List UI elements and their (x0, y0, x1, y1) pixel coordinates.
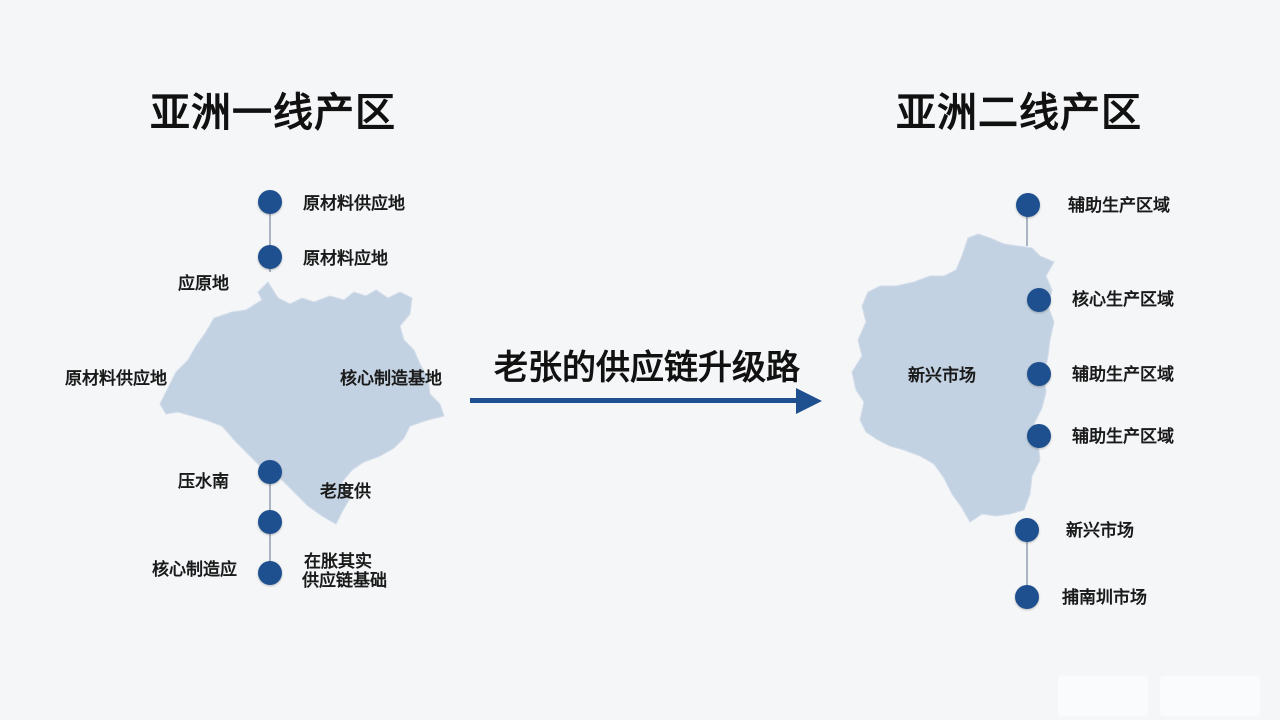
left-label-top-2: 原材料应地 (303, 249, 388, 269)
left-label-mid-right: 核心制造基地 (340, 369, 442, 389)
right-node-4 (1027, 424, 1051, 448)
watermark-block-2 (1160, 676, 1260, 716)
right-label-3: 辅助生产区域 (1072, 365, 1174, 385)
left-label-top-1: 原材料供应地 (303, 194, 405, 214)
left-label-mid-left: 原材料供应地 (65, 369, 167, 389)
left-label-upper-left: 应原地 (178, 274, 229, 294)
right-region-map (851, 233, 1055, 523)
left-region-title: 亚洲一线产区 (150, 90, 396, 136)
right-node-3 (1027, 362, 1051, 386)
right-region-title: 亚洲二线产区 (896, 90, 1142, 136)
right-node-6 (1015, 585, 1039, 609)
center-title: 老张的供应链升级路 (494, 348, 800, 388)
right-node-2 (1027, 288, 1051, 312)
left-lower-node-1 (258, 460, 282, 484)
left-top-connector (269, 212, 271, 272)
right-top-connector (1026, 216, 1028, 246)
left-top-node-2 (258, 245, 282, 269)
left-lower-node-2 (258, 510, 282, 534)
left-label-lower-right: 老度供 (320, 482, 371, 502)
left-label-bottom-right-2: 供应链基础 (302, 571, 387, 591)
right-label-2: 核心生产区域 (1072, 290, 1174, 310)
left-label-lower-left: 压水南 (178, 472, 229, 492)
right-map-label: 新兴市场 (908, 366, 976, 386)
watermark-block-1 (1058, 676, 1148, 716)
left-top-node-1 (258, 190, 282, 214)
right-label-6: 捕南圳市场 (1062, 588, 1147, 608)
right-label-4: 辅助生产区域 (1072, 427, 1174, 447)
left-lower-node-3 (258, 561, 282, 585)
right-node-1 (1016, 193, 1040, 217)
transition-arrow-shaft (470, 398, 800, 403)
left-label-bottom-right-1: 在胀其实 (304, 552, 372, 572)
right-label-1: 辅助生产区域 (1068, 196, 1170, 216)
right-node-5 (1015, 518, 1039, 542)
right-bottom-connector (1026, 542, 1028, 588)
right-label-5: 新兴市场 (1066, 521, 1134, 541)
transition-arrow-head-icon (796, 388, 822, 414)
left-label-bottom-left: 核心制造应 (152, 560, 237, 580)
